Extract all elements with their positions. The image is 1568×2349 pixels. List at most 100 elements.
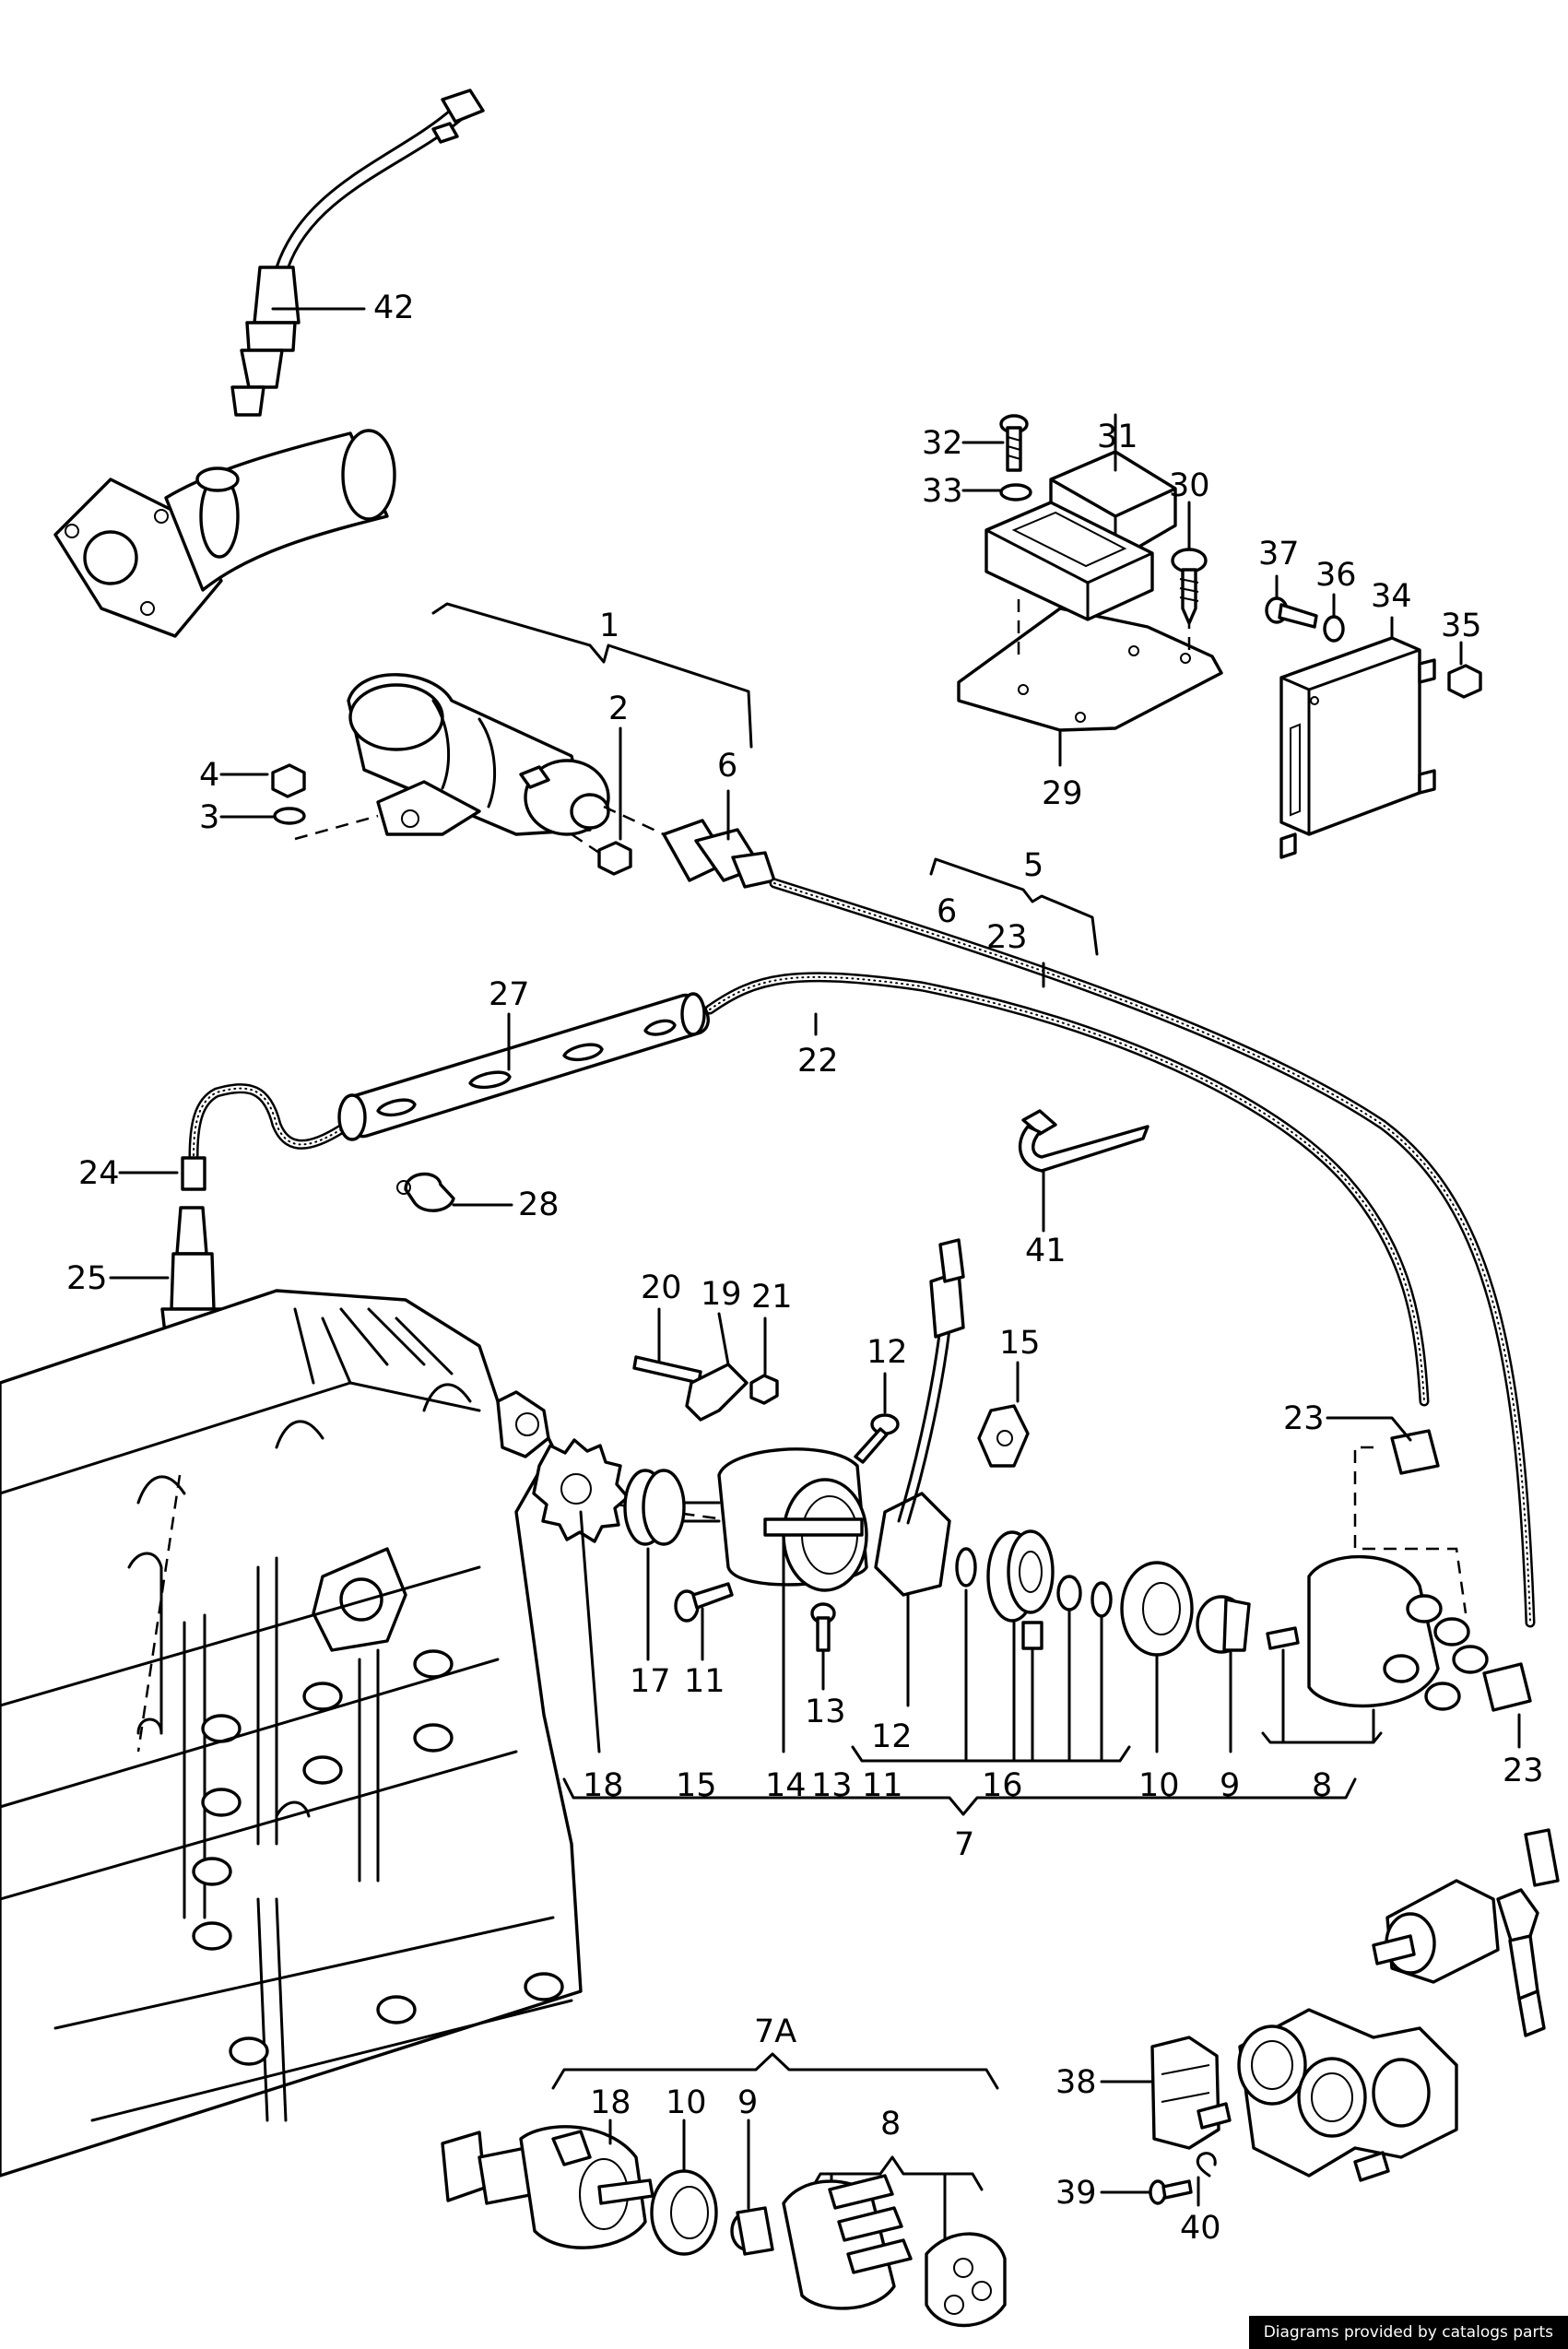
assembly-line-23 — [1353, 1446, 1468, 1614]
label-5: 5 — [1023, 847, 1043, 884]
label-18-bottom: 18 — [590, 2084, 631, 2121]
label-1: 1 — [599, 608, 619, 644]
bracket-1 — [431, 602, 753, 749]
part-pin — [1021, 1621, 1043, 1650]
label-28: 28 — [518, 1186, 560, 1223]
bracket-7 — [562, 1777, 1357, 1816]
bracket-8-alt — [809, 2155, 984, 2191]
label-12-top: 12 — [867, 1334, 908, 1371]
bracket-7A — [551, 2052, 999, 2090]
label-6: 6 — [717, 748, 737, 785]
label-15-top: 15 — [999, 1325, 1041, 1362]
label-7: 7 — [954, 1826, 974, 1863]
label-20: 20 — [641, 1269, 682, 1306]
assembly-line-2 — [571, 832, 600, 855]
part-12-screw — [854, 1413, 900, 1464]
label-37: 37 — [1258, 536, 1300, 572]
part-8-distributor-cap — [1307, 1554, 1489, 1711]
label-34: 34 — [1371, 578, 1412, 615]
label-21: 21 — [751, 1279, 793, 1316]
part-41-cable-tie — [1018, 1109, 1149, 1173]
label-42: 42 — [373, 289, 415, 326]
ht-lead-6-23 — [769, 878, 1536, 1628]
part-6-connector — [662, 819, 776, 889]
part-18-drive-gear — [532, 1438, 630, 1543]
label-23-mid: 23 — [1283, 1400, 1325, 1437]
part-19-clamp — [685, 1363, 749, 1422]
label-12-mid: 12 — [871, 1718, 913, 1755]
label-9-bottom: 9 — [737, 2084, 758, 2121]
part-ignition-coil — [347, 673, 610, 836]
part-29-bracket — [957, 607, 1223, 732]
label-3: 3 — [199, 799, 219, 836]
part-8-cap-alt — [782, 2174, 1007, 2328]
exhaust-pipe — [53, 429, 396, 638]
part-2-nut — [597, 841, 632, 876]
part-27-tube — [337, 992, 710, 1141]
part-37-screw — [1265, 596, 1318, 629]
part-7A-distributor — [441, 2125, 654, 2249]
label-31: 31 — [1097, 419, 1138, 455]
part-15-connector — [977, 1404, 1030, 1468]
bracket-8 — [1261, 1731, 1383, 1744]
label-27: 27 — [489, 976, 530, 1013]
assembly-line-26 — [136, 1474, 182, 1753]
part-38-switch — [1150, 2036, 1232, 2150]
leader-18a — [579, 1510, 601, 1753]
ht-lead-22-23 — [704, 972, 1430, 1407]
label-41: 41 — [1025, 1233, 1067, 1269]
part-ring-c — [1091, 1581, 1113, 1618]
part-31-control-unit — [984, 450, 1177, 621]
label-33: 33 — [922, 473, 963, 510]
assembly-line-distributor — [534, 1492, 738, 1523]
label-22: 22 — [797, 1043, 839, 1080]
part-30-screw — [1171, 548, 1208, 625]
footer-credit: Diagrams provided by catalogs parts — [1248, 2316, 1568, 2349]
assembly-line-3 — [294, 814, 379, 841]
part-11-screw — [674, 1582, 734, 1623]
part-36-washer — [1323, 615, 1345, 643]
part-14-distributor-housing — [717, 1447, 868, 1592]
label-17: 17 — [630, 1663, 671, 1700]
label-10-bottom: 10 — [666, 2084, 707, 2121]
part-42-lambda-sensor — [230, 89, 485, 417]
part-35-nut — [1447, 664, 1482, 699]
ignition-lock-assembly — [1237, 1828, 1560, 2182]
label-39: 39 — [1055, 2175, 1097, 2212]
bracket-5 — [929, 857, 1099, 956]
label-35: 35 — [1441, 608, 1482, 644]
label-7A: 7A — [754, 2013, 796, 2050]
label-9-mid: 9 — [1220, 1767, 1240, 1804]
label-8-bottom: 8 — [880, 2106, 901, 2142]
part-13-screw — [810, 1602, 836, 1652]
label-29: 29 — [1042, 775, 1083, 812]
label-13-mid: 13 — [805, 1694, 846, 1730]
part-8-carbon-brush — [1266, 1626, 1300, 1650]
part-40-clip — [1196, 2152, 1217, 2178]
label-40: 40 — [1180, 2210, 1221, 2247]
part-9-rotor-alt — [730, 2206, 774, 2256]
part-23-plug-connector — [1390, 1429, 1532, 1712]
part-17-spacer — [623, 1469, 721, 1546]
part-ring-a — [955, 1547, 977, 1588]
part-16-trigger-wheel — [986, 1529, 1055, 1623]
label-8-mid: 8 — [1312, 1767, 1332, 1804]
label-5-sub-23: 23 — [986, 919, 1028, 956]
label-5-sub-6: 6 — [937, 893, 957, 930]
label-38: 38 — [1055, 2064, 1097, 2101]
part-10-dust-cover — [1120, 1561, 1194, 1657]
label-2: 2 — [608, 691, 629, 727]
part-32-screw — [999, 414, 1029, 472]
engine-block — [0, 1289, 583, 2178]
part-28-clip — [396, 1172, 455, 1212]
label-24: 24 — [78, 1155, 120, 1192]
label-23-right: 23 — [1503, 1753, 1544, 1789]
label-30: 30 — [1169, 467, 1210, 504]
part-33-washer — [999, 483, 1032, 502]
label-25: 25 — [66, 1260, 108, 1297]
label-19: 19 — [701, 1276, 742, 1313]
leader-19 — [717, 1312, 730, 1366]
label-32: 32 — [922, 425, 963, 462]
part-24-connector — [181, 1156, 206, 1191]
part-12-sensor-plate — [874, 1238, 965, 1597]
